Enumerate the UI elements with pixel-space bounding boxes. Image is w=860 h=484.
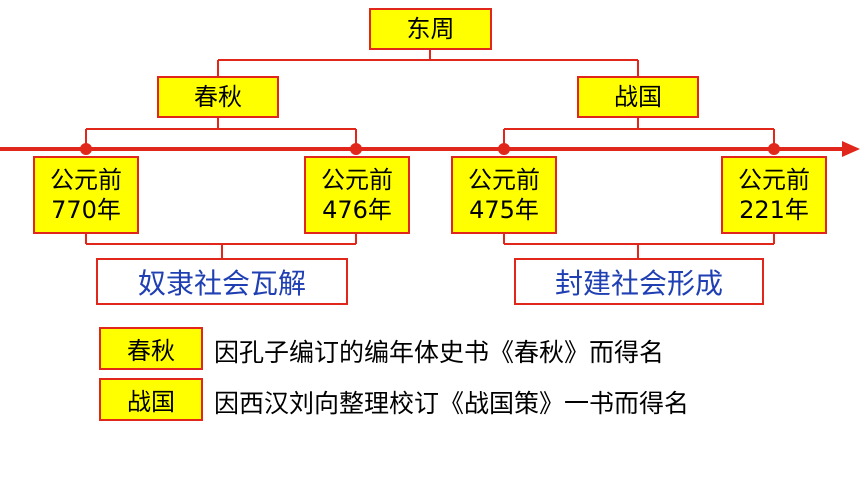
phase-box: 奴隶社会瓦解	[96, 258, 348, 305]
date-box: 公元前 476年	[304, 156, 410, 234]
timeline-arrowhead	[842, 141, 860, 157]
date-prefix: 公元前	[738, 166, 810, 194]
top-period-label: 东周	[406, 15, 455, 43]
period-label: 战国	[614, 83, 662, 111]
phase-box: 封建社会形成	[514, 258, 764, 305]
phase-label: 奴隶社会瓦解	[137, 266, 306, 300]
date-box: 公元前 221年	[721, 156, 827, 234]
note-text: 因西汉刘向整理校订《战国策》一书而得名	[214, 389, 690, 418]
note-label: 春秋	[99, 327, 203, 370]
date-box: 公元前 770年	[33, 156, 139, 234]
date-box: 公元前 475年	[451, 156, 557, 234]
date-year: 476年	[322, 196, 392, 224]
period-label: 春秋	[194, 83, 242, 111]
period-box-zhanguo: 战国	[577, 76, 699, 118]
date-prefix: 公元前	[321, 166, 393, 194]
date-year: 221年	[739, 196, 809, 224]
date-prefix: 公元前	[50, 166, 122, 194]
note-text: 因孔子编订的编年体史书《春秋》而得名	[214, 338, 665, 367]
phase-label: 封建社会形成	[554, 266, 723, 300]
date-year: 770年	[51, 196, 121, 224]
top-period-box: 东周	[369, 8, 492, 50]
note-label: 战国	[99, 378, 203, 421]
date-year: 475年	[469, 196, 539, 224]
date-prefix: 公元前	[468, 166, 540, 194]
period-box-chunqiu: 春秋	[157, 76, 279, 118]
